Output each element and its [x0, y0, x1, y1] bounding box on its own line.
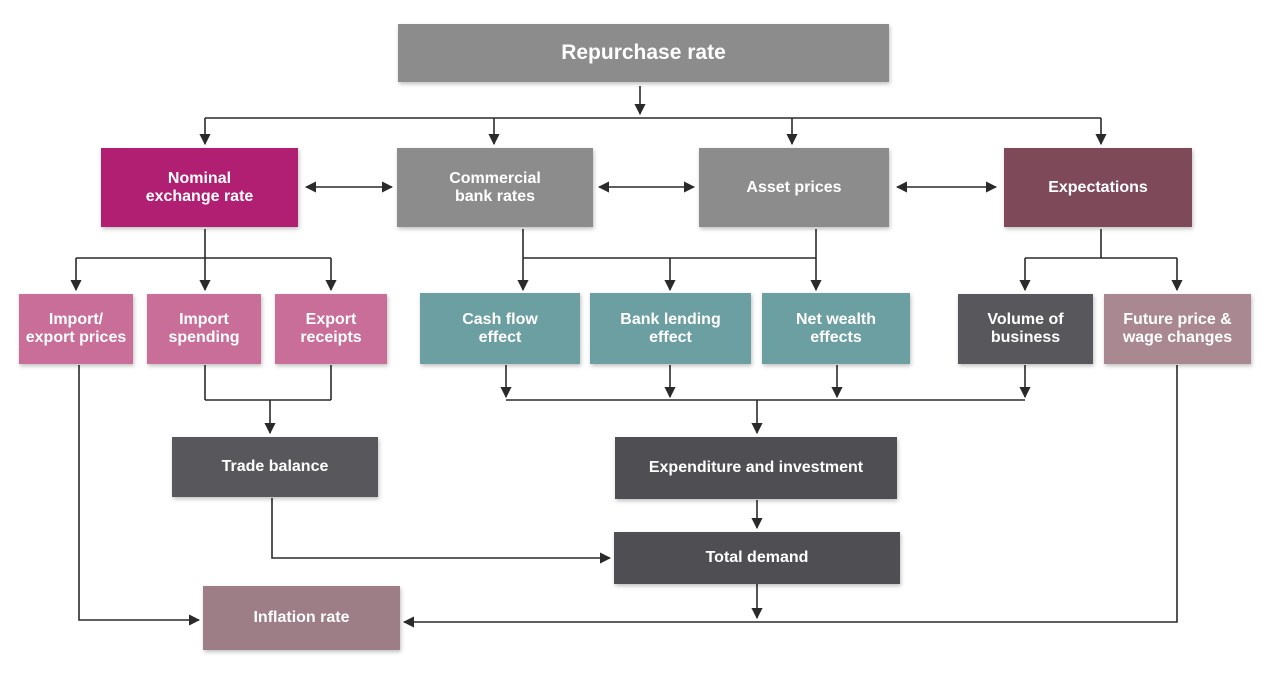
cash-flow-effect-box: Cash flow effect [420, 293, 580, 364]
expectations-box: Expectations [1004, 148, 1192, 227]
nominal-exchange-rate-box: Nominal exchange rate [101, 148, 298, 227]
asset-prices-box: Asset prices [699, 148, 889, 227]
net-wealth-effects-box: Net wealth effects [762, 293, 910, 364]
import-spending-box: Import spending [147, 294, 261, 364]
future-price-wage-changes-box: Future price & wage changes [1104, 294, 1251, 364]
expenditure-and-investment-box: Expenditure and investment [615, 437, 897, 499]
commercial-bank-rates-box: Commercial bank rates [397, 148, 593, 227]
import-export-prices-box: Import/ export prices [19, 294, 133, 364]
inflation-rate-box: Inflation rate [203, 586, 400, 650]
trade-balance-box: Trade balance [172, 437, 378, 497]
volume-of-business-box: Volume of business [958, 294, 1093, 364]
total-demand-box: Total demand [614, 532, 900, 584]
arrow-import-prices-to-inflation [78, 365, 201, 626]
arrow-trade-to-demand [271, 498, 612, 564]
arrow-future-price-to-inflation [402, 365, 1178, 628]
bank-lending-effect-box: Bank lending effect [590, 293, 751, 364]
export-receipts-box: Export receipts [275, 294, 387, 364]
repurchase-rate-box: Repurchase rate [398, 24, 889, 82]
